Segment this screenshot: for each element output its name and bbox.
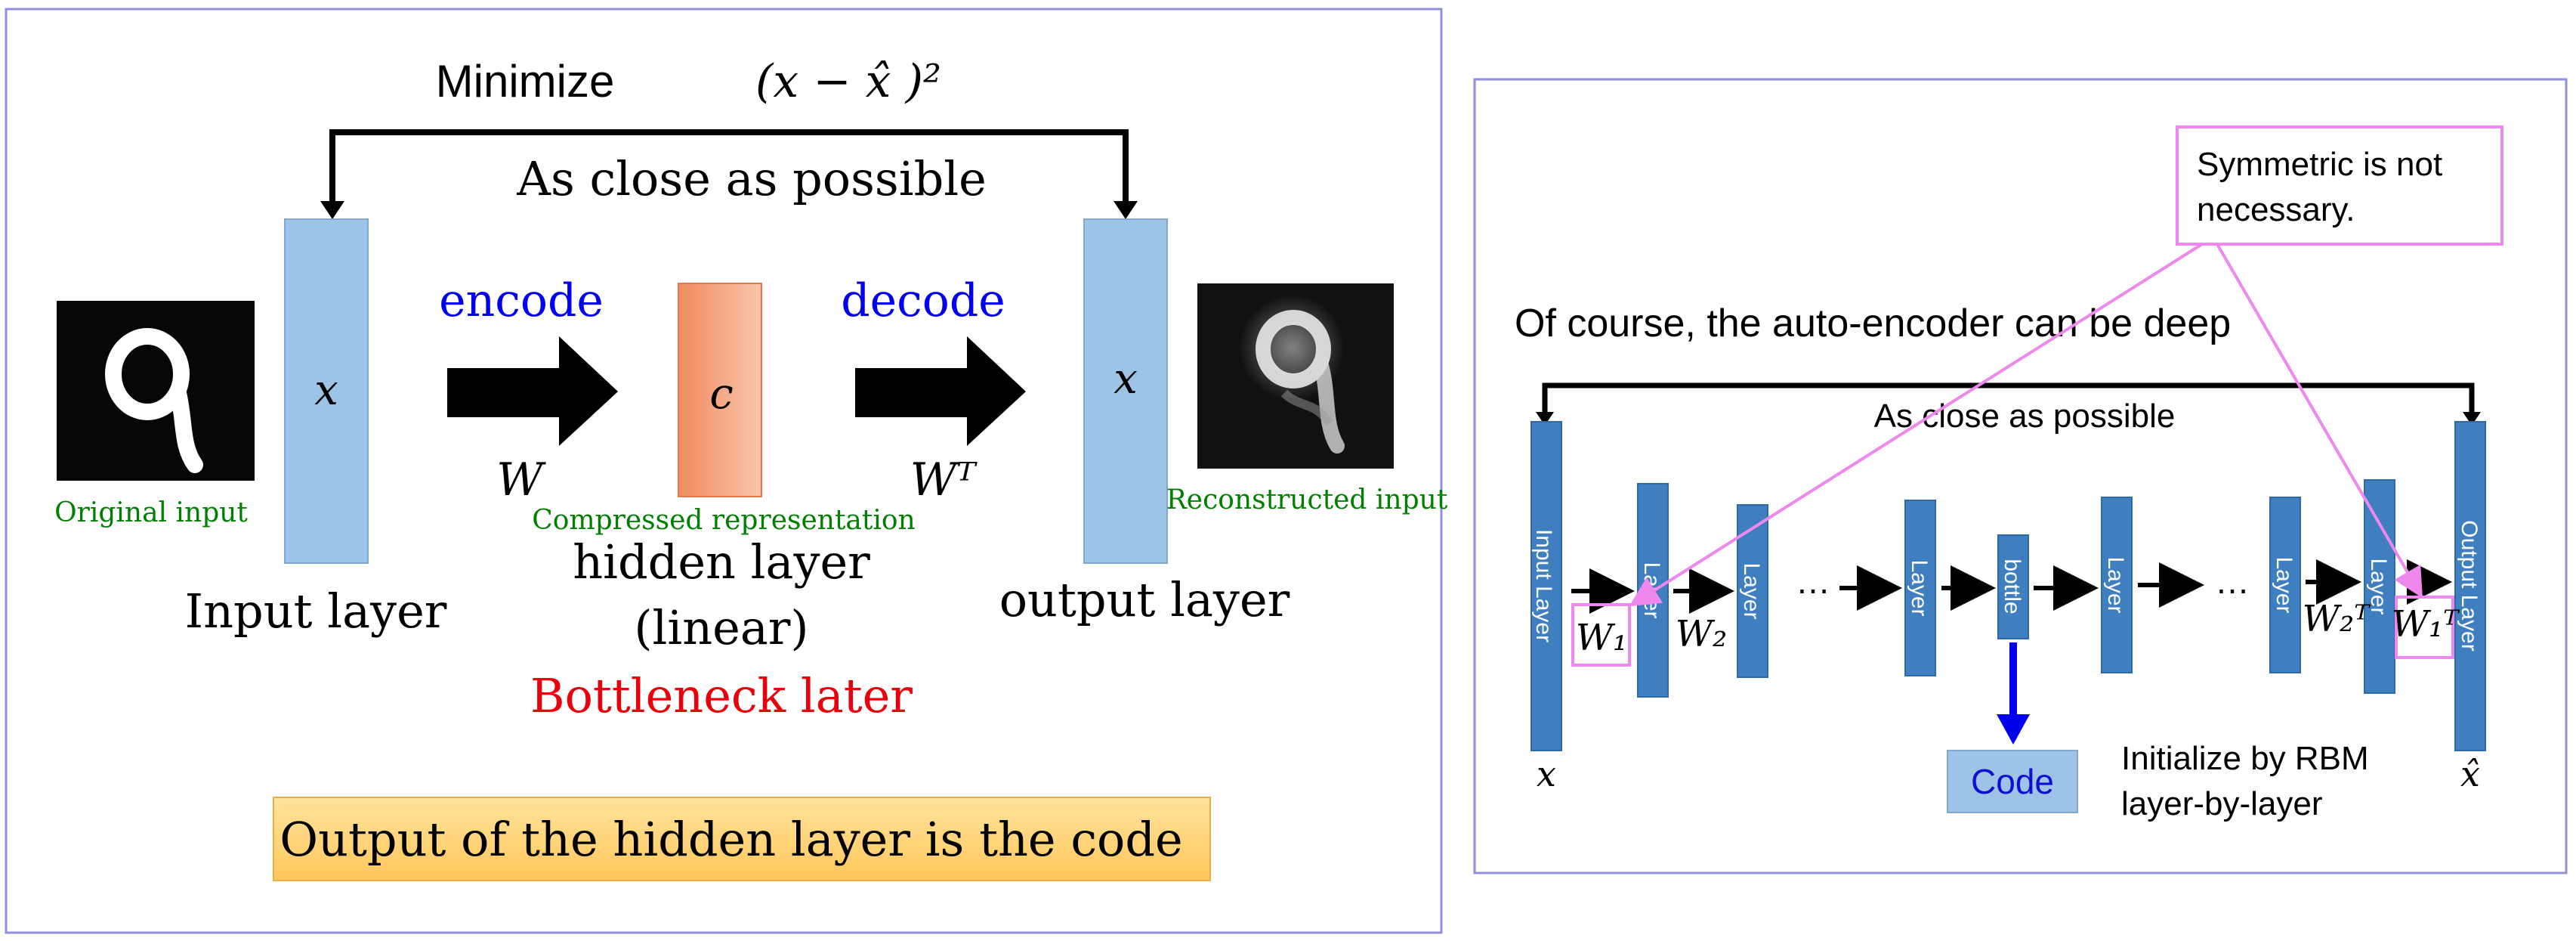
w1t-highlight-box: [2395, 596, 2454, 659]
code-box-label: Code: [1971, 762, 2054, 801]
w-label: W: [496, 453, 546, 506]
feedback-arrowhead-left: [320, 201, 344, 219]
deep-feedback-bracket: [1542, 382, 2475, 416]
feedback-arrowhead-right: [1113, 201, 1138, 219]
layer-bar-6: Layer: [2364, 479, 2395, 694]
decode-label: decode: [841, 274, 1005, 327]
layer-bar-2: Layer: [1737, 504, 1768, 678]
layer-bar-5: Layer: [2269, 497, 2301, 673]
symmetric-note-line-2: necessary.: [2197, 191, 2355, 228]
code-banner: [273, 797, 1211, 881]
layer-bar-3: Layer: [1904, 500, 1936, 676]
linear-label: (linear): [634, 600, 808, 655]
svg-text:Layer: Layer: [2103, 556, 2128, 613]
compressed-caption: Compressed representation: [532, 505, 915, 536]
right-panel: Symmetric is not necessary. Of course, t…: [1473, 78, 2568, 874]
decode-arrow: [855, 336, 1026, 446]
hidden-layer-label: hidden layer: [573, 534, 870, 590]
reconstructed-input-caption: Reconstructed input: [1166, 484, 1448, 515]
w2-label: W₂: [1676, 613, 1728, 655]
bottleneck-bar: bottle: [1997, 534, 2029, 639]
w1-highlight-box: [1571, 603, 1631, 667]
wt-label: Wᵀ: [910, 453, 978, 506]
symmetric-note-line-1: Symmetric is not: [2197, 146, 2442, 183]
svg-text:Layer: Layer: [1907, 559, 1932, 616]
layer-bar-4: Layer: [2101, 497, 2133, 673]
symmetric-note-box: [2176, 125, 2503, 246]
bottleneck-label: Bottleneck later: [530, 668, 913, 723]
left-panel: Minimize (x − x̂ )² As close as possible…: [5, 8, 1448, 934]
input-layer-block: [284, 218, 369, 564]
svg-text:Layer: Layer: [1739, 562, 1764, 619]
input-layer-label: Input layer: [185, 583, 447, 639]
w1-label: W₁: [1576, 617, 1628, 659]
deep-as-close-label: As close as possible: [1874, 398, 2176, 435]
svg-text:Layer: Layer: [2272, 556, 2296, 613]
encode-arrow: [447, 336, 618, 446]
reconstructed-input-image: [1197, 283, 1394, 469]
encode-label: encode: [439, 274, 604, 327]
output-var-x: x: [1113, 354, 1138, 404]
ellipsis-left: …: [1796, 562, 1830, 601]
svg-text:Layer: Layer: [2366, 558, 2391, 614]
deep-xhat-label: x̂: [2460, 754, 2480, 794]
svg-text:Input Layer: Input Layer: [1531, 529, 1556, 642]
init-rbm-line-2: layer-by-layer: [2121, 785, 2323, 822]
deep-title: Of course, the auto-encoder can be deep: [1515, 302, 2231, 345]
original-input-image: [57, 301, 255, 481]
input-var-x: x: [314, 366, 338, 415]
deep-x-label: x: [1537, 754, 1556, 794]
svg-text:Output Layer: Output Layer: [2457, 520, 2482, 651]
code-banner-text: Output of the hidden layer is the code: [280, 812, 1183, 867]
feedback-bracket: [329, 129, 1129, 204]
as-close-label: As close as possible: [516, 151, 987, 206]
w1t-label: W₁ᵀ: [2392, 603, 2461, 645]
deep-arrowhead-left: [1536, 412, 1554, 426]
original-input-caption: Original input: [54, 497, 248, 528]
note-pointer-to-w1: [1629, 243, 2204, 607]
code-var-c: c: [709, 370, 733, 419]
output-layer-label: output layer: [999, 572, 1290, 627]
minimize-expression: (x − x̂ )²: [755, 55, 941, 108]
hidden-code-block: [678, 283, 762, 497]
input-layer-bar: Input Layer: [1530, 421, 1562, 751]
output-layer-bar: Output Layer: [2454, 421, 2486, 751]
deep-arrowhead-right: [2463, 412, 2481, 426]
code-down-arrowhead: [1997, 714, 2030, 744]
minimize-label: Minimize: [436, 56, 615, 107]
output-layer-block: [1083, 218, 1168, 564]
init-rbm-line-1: Initialize by RBM: [2121, 740, 2369, 777]
code-box: [1947, 750, 2078, 813]
svg-text:bottle: bottle: [2000, 559, 2025, 614]
w2t-label: W₂ᵀ: [2303, 598, 2372, 640]
ellipsis-right: …: [2215, 562, 2250, 601]
note-pointer-to-w1t: [2216, 243, 2423, 599]
